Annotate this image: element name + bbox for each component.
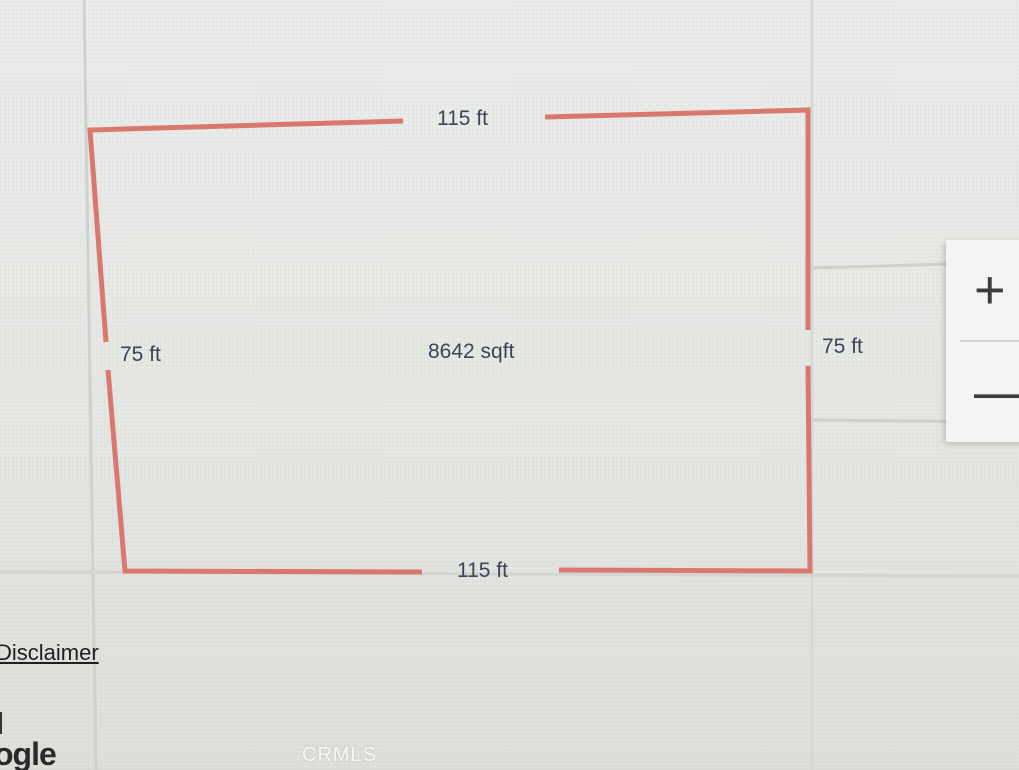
minus-icon: — [974,365,1019,419]
plus-icon: + [974,260,1006,320]
map-grid-line [82,0,98,770]
zoom-divider [960,340,1019,342]
bottom-dimension-label: 115 ft [457,559,508,582]
zoom-out-button[interactable]: — [946,342,1019,442]
disclaimer-link[interactable]: Disclaimer [0,640,99,665]
parcel-edge-top-right [544,107,811,330]
parcel-edge-bottom-right [558,365,813,574]
edge-marker [0,712,2,734]
top-dimension-label: 115 ft [437,107,488,130]
zoom-controls: + — [946,240,1019,442]
area-label: 8642 sqft [428,340,515,363]
watermark: CRMLS [302,744,378,766]
parcel-edge-top-left [87,118,404,343]
parcel-edge-bottom-left [105,369,423,575]
parcel-outline [87,107,813,575]
left-dimension-label: 75 ft [120,343,161,366]
right-dimension-label: 75 ft [822,335,863,358]
map-provider-logo: ogle [0,736,57,770]
zoom-in-button[interactable]: + [946,240,1019,340]
